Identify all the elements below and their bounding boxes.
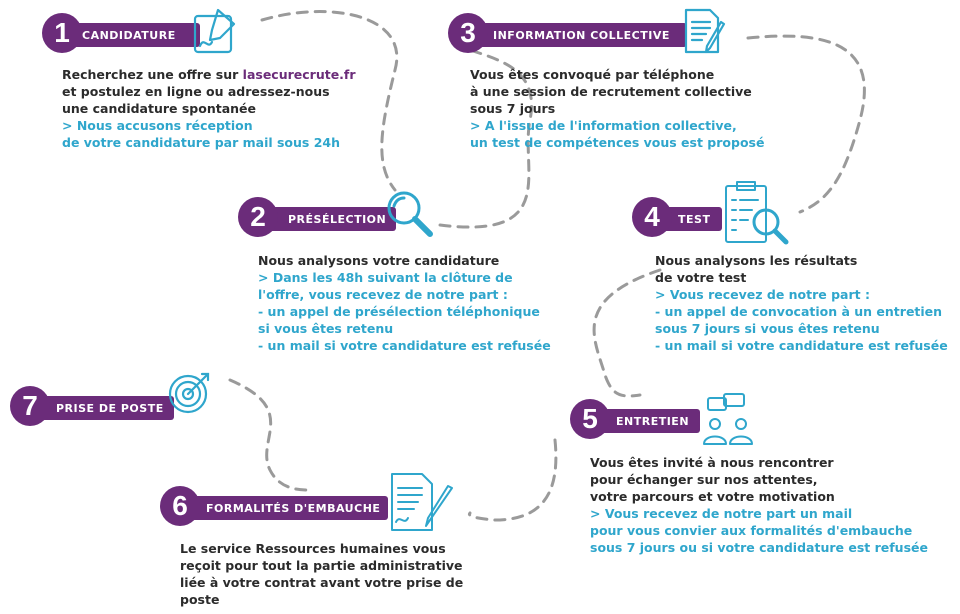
contract-pen-icon [391,473,453,531]
step-3-number-badge: 3 [448,13,488,53]
connector-6-7 [228,378,312,492]
step-2-description: Nous analysons votre candidature > Dans … [258,253,551,353]
step-2-title-label: PRÉSÉLECTION [268,207,396,231]
conversation-people-icon [703,393,753,445]
step-5-description: Vous êtes invité à nous rencontrer pour … [590,455,928,555]
step-7-number-badge: 7 [10,386,50,426]
connector-3-4 [746,34,866,214]
step-3-title-label: INFORMATION COLLECTIVE [475,23,687,47]
step-5-number-badge: 5 [570,399,610,439]
connector-5-6 [467,438,558,522]
step-1-description: Recherchez une offre sur lasecurecrute.f… [62,67,356,150]
step-7-title-label: PRISE DE POSTE [38,396,174,420]
step-6-description: Le service Ressources humaines vous reço… [180,541,464,607]
step-2-number-badge: 2 [238,197,278,237]
step-6-title-label: FORMALITÉS D'EMBAUCHE [188,496,388,520]
step-4-description: Nous analysons les résultats de votre te… [655,253,948,353]
lasecurecrute-link[interactable]: lasecurecrute.fr [242,67,356,82]
step-1-number-badge: 1 [42,13,82,53]
step-5-title-label: ENTRETIEN [598,409,700,433]
connector-4-5 [592,268,662,398]
step-1-title-label: CANDIDATURE [72,23,200,47]
magnifier-icon [387,191,433,237]
step-4-number-badge: 4 [632,197,672,237]
document-pen-icon [684,8,726,54]
connector-1-2 [260,10,399,192]
connector-2-3 [438,48,533,229]
target-arrow-icon [168,372,210,414]
step-6-number-badge: 6 [160,486,200,526]
signature-pen-icon [193,8,236,54]
checklist-magnifier-icon [725,181,789,245]
step-3-description: Vous êtes convoqué par téléphone à une s… [470,67,765,150]
